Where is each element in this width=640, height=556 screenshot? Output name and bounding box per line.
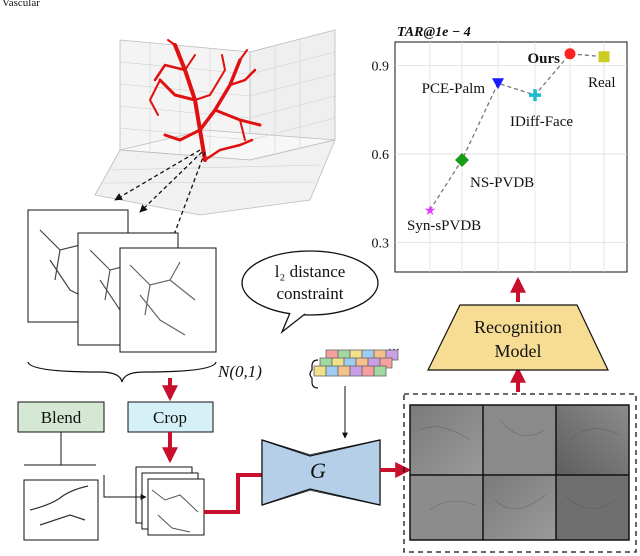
series-line [429, 53, 605, 211]
y-tick-label: 0.3 [372, 237, 390, 252]
cloud-line-2: constraint [276, 284, 343, 303]
tar-chart: TAR@1e − 4 0.3 0.6 0.9 ★ Syn-sPVDB NS-PVDB P… [372, 25, 628, 273]
point-ns-pvdb [455, 152, 469, 167]
generator-block: G [261, 439, 381, 506]
point-idiff-face [529, 89, 541, 102]
blend-block: Blend [17, 401, 105, 541]
chart-plot-area [394, 41, 628, 273]
point-real [598, 51, 610, 63]
blend-label: Blend [41, 408, 82, 427]
point-label: Ours [527, 51, 560, 67]
crop-block: Crop [127, 401, 214, 464]
point-ours [564, 48, 576, 60]
chart-title: TAR@1e − 4 [397, 25, 471, 40]
generated-palm-grid [403, 393, 637, 553]
blend-sample [23, 479, 99, 541]
blended-stack: … [103, 457, 205, 536]
noise-label: N(0,1) [217, 362, 262, 381]
point-label: Syn-sPVDB [407, 218, 481, 234]
point-label: IDiff-Face [510, 114, 573, 130]
generator-label: G [310, 458, 326, 483]
recognition-model-block: Recognition Model [427, 304, 609, 371]
point-label: Real [588, 75, 616, 91]
point-label: PCE-Palm [422, 81, 486, 97]
vein-crops-stack [27, 209, 217, 353]
noise-input: N(0,1) … [217, 339, 400, 439]
point-syn-spvdb: ★ [424, 203, 437, 219]
y-tick-label: 0.9 [372, 60, 390, 75]
vessel-tree [148, 39, 262, 162]
recognition-line-1: Recognition [474, 317, 562, 337]
header-text: Vascular [2, 0, 40, 9]
recognition-line-2: Model [495, 341, 542, 361]
crop-label: Crop [153, 408, 187, 427]
crops-bracket [27, 361, 217, 383]
y-tick-label: 0.6 [372, 148, 390, 163]
point-label: NS-PVDB [470, 175, 534, 191]
vessel-3d-plot [94, 29, 336, 241]
distance-constraint-cloud: l₂ distance constraint [241, 250, 379, 335]
point-pce-palm [492, 78, 504, 90]
arrow-stack-to-generator [204, 473, 262, 514]
svg-text:…: … [388, 339, 400, 353]
cloud-line-1: l₂ distance [275, 262, 346, 281]
